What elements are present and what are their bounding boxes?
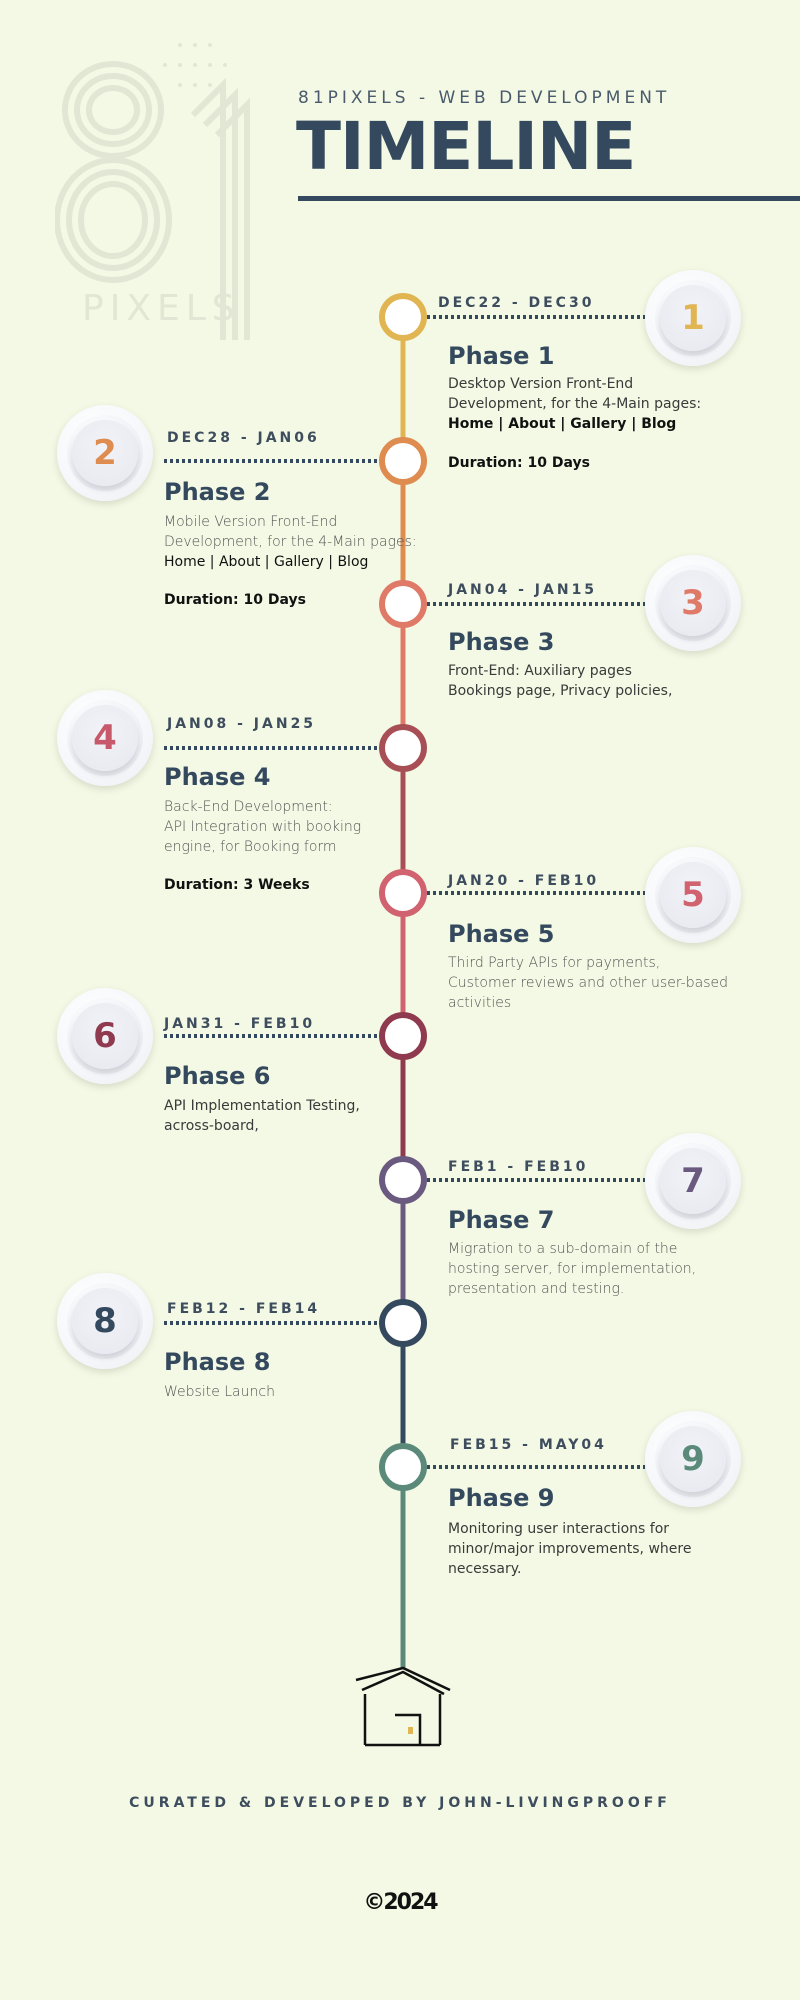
phase-7-title: Phase 7	[448, 1206, 555, 1234]
phase-3-badge: 3	[645, 555, 741, 651]
phase-5-description: Third Party APIs for payments, Customer …	[448, 955, 728, 1011]
phase-1-date: DEC22 - DEC30	[438, 295, 595, 311]
phase-2-badge: 2	[57, 405, 153, 501]
phase-5-title: Phase 5	[448, 920, 555, 948]
phase-1-badge: 1	[645, 270, 741, 366]
phase-3-title: Phase 3	[448, 628, 555, 656]
timeline-node-6	[379, 1012, 427, 1060]
phase-7-date: FEB1 - FEB10	[448, 1159, 589, 1175]
phase-4-badge: 4	[57, 690, 153, 786]
copyright: ©2024	[363, 1890, 438, 1915]
timeline-node-1	[379, 293, 427, 341]
81pixels-logo	[55, 43, 250, 340]
phase-2-description: Mobile Version Front-End Development, fo…	[164, 514, 417, 570]
timeline-node-3	[379, 580, 427, 628]
phase-4-title: Phase 4	[164, 763, 271, 791]
footer-credit: CURATED & DEVELOPED BY JOHN-LIVINGPROOFF	[129, 1795, 671, 1811]
phase-2-date: DEC28 - JAN06	[167, 430, 320, 446]
phase-4-date: JAN08 - JAN25	[167, 716, 317, 732]
house-icon	[355, 1666, 451, 1747]
phase-9-badge: 9	[645, 1411, 741, 1507]
timeline-node-9	[379, 1443, 427, 1491]
phase-8-title: Phase 8	[164, 1348, 271, 1376]
phase-8-badge: 8	[57, 1273, 153, 1369]
phase-3-description: Front-End: Auxiliary pages Bookings page…	[448, 663, 673, 699]
timeline-node-5	[379, 869, 427, 917]
phase-6-title: Phase 6	[164, 1062, 271, 1090]
phase-7-description: Migration to a sub-domain of the hosting…	[448, 1241, 697, 1297]
phase-9-date: FEB15 - MAY04	[450, 1437, 607, 1453]
phase-8-description: Website Launch	[164, 1384, 275, 1400]
phase-5-badge: 5	[645, 847, 741, 943]
title-divider	[298, 196, 800, 201]
phase-8-date: FEB12 - FEB14	[167, 1301, 321, 1317]
phase-4-description: Back-End Development: API Integration wi…	[164, 799, 362, 855]
phase-2-duration: Duration: 10 Days	[164, 592, 306, 608]
phase-1-title: Phase 1	[448, 342, 555, 370]
phase-9-title: Phase 9	[448, 1484, 555, 1512]
phase-7-badge: 7	[645, 1133, 741, 1229]
phase-9-description: Monitoring user interactions for minor/m…	[448, 1521, 692, 1577]
phase-4-duration: Duration: 3 Weeks	[164, 877, 310, 893]
phase-6-badge: 6	[57, 988, 153, 1084]
phase-6-date: JAN31 - FEB10	[164, 1016, 316, 1032]
timeline-node-2	[379, 437, 427, 485]
phase-5-date: JAN20 - FEB10	[448, 873, 600, 889]
timeline-node-4	[379, 724, 427, 772]
phase-1-duration: Duration: 10 Days	[448, 455, 590, 471]
phase-3-date: JAN04 - JAN15	[448, 582, 598, 598]
timeline-node-7	[379, 1156, 427, 1204]
page-title: TIMELINE	[296, 108, 636, 185]
phase-6-description: API Implementation Testing, across-board…	[164, 1098, 360, 1134]
phase-1-description: Desktop Version Front-End Development, f…	[448, 376, 702, 432]
page-subtitle: 81PIXELS - WEB DEVELOPMENT	[298, 88, 671, 108]
logo-wordmark: PIXELS	[82, 288, 241, 329]
phase-2-title: Phase 2	[164, 478, 271, 506]
timeline-node-8	[379, 1299, 427, 1347]
